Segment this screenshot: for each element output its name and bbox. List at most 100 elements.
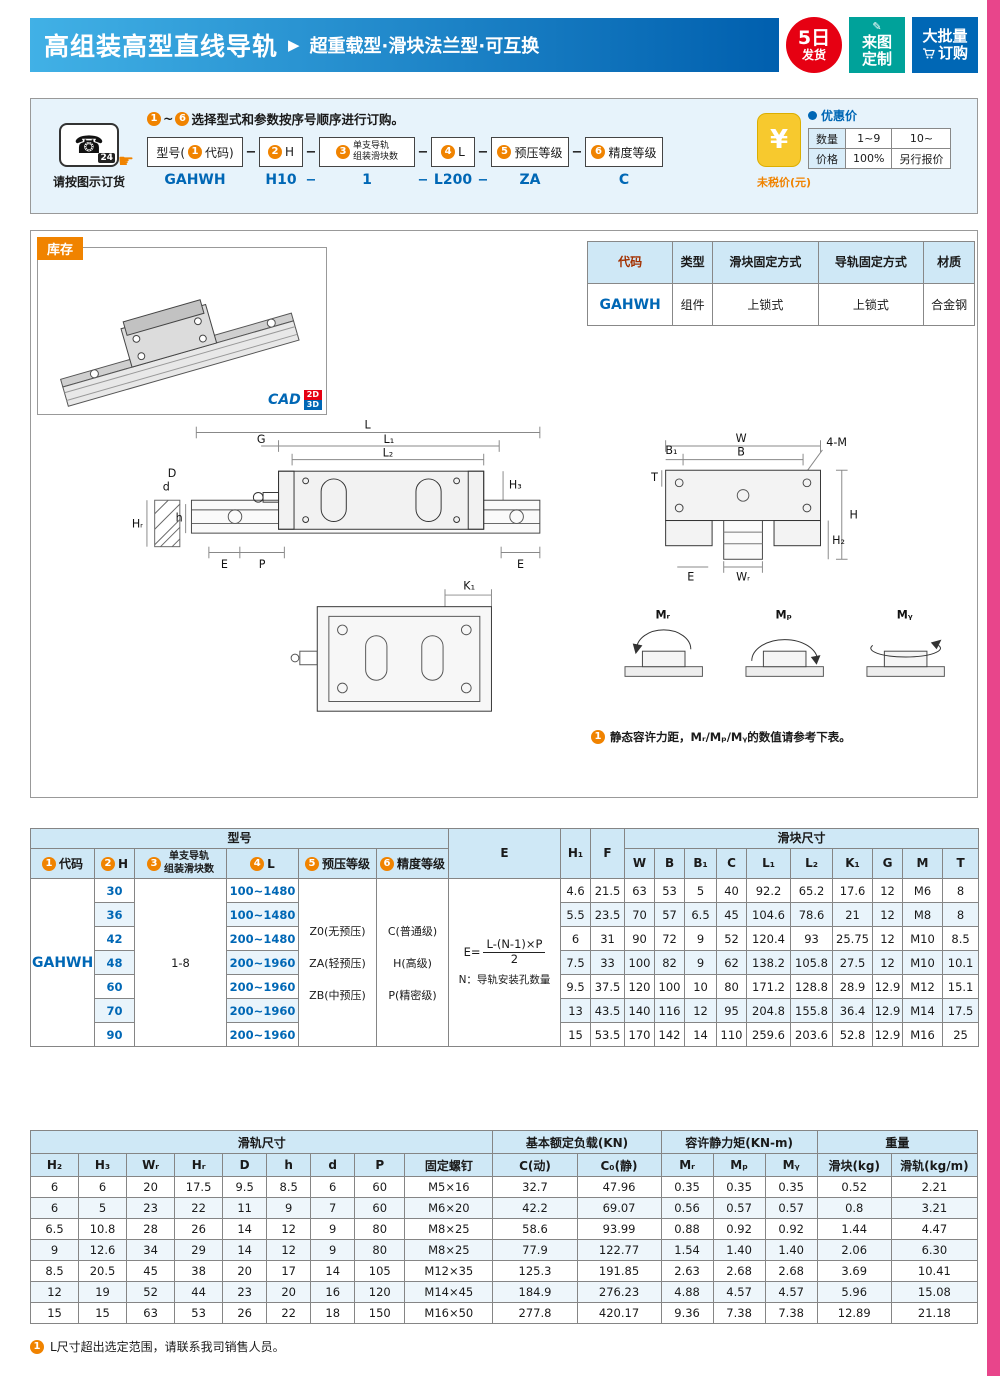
price-title-text: 优惠价 (821, 109, 858, 123)
table-cell: 23.5 (590, 902, 626, 927)
column-header: C(动) (492, 1153, 578, 1177)
table-cell: 95 (716, 998, 748, 1023)
table-cell: 70 (624, 902, 656, 927)
table-cell: 80 (354, 1218, 406, 1240)
table-cell: 62 (716, 950, 748, 975)
dim-label-T: T (650, 471, 658, 484)
precision-options-cell: C(普通级) H(高级) P(精密级) (375, 878, 450, 1047)
table-cell: 45 (716, 902, 748, 927)
preload-options-cell: Z0(无预压) ZA(轻预压) ZB(中预压) (298, 878, 377, 1047)
dim-label-HR: Hᵣ (132, 517, 143, 530)
table-cell: M5×16 (404, 1176, 494, 1198)
circled-number-1: 1 (147, 111, 161, 126)
circled-number-1: 1 (41, 857, 56, 872)
table-cell: 10.41 (890, 1260, 979, 1282)
e-numerator: L-(N-1)×P (483, 937, 546, 953)
table-cell: 6 (29, 1176, 80, 1198)
table-cell: 65.2 (790, 878, 834, 903)
table-cell: 0.57 (712, 1197, 766, 1219)
table-cell: 16 (310, 1281, 356, 1303)
table-cell: 14 (684, 1022, 718, 1047)
dim-label-H3: H₃ (509, 479, 522, 492)
table-cell: M14×45 (404, 1281, 494, 1303)
page-accent-strip (987, 0, 1000, 1376)
table-cell: 104.6 (746, 902, 792, 927)
product-image (60, 299, 300, 407)
table-cell: 1~9 (844, 128, 893, 149)
phone-order-block: ☎ 24 ☛ 请按图示订货 (31, 99, 147, 213)
table-row: 价格 100% 另行报价 (808, 148, 952, 169)
table-cell: 52 (716, 926, 748, 951)
header-label: L (267, 856, 275, 871)
circled-number-2: 2 (100, 857, 115, 872)
table-cell: 7.5 (560, 950, 592, 975)
table-row: 代码 类型 滑块固定方式 导轨固定方式 材质 (586, 241, 975, 284)
page-subtitle: 超重载型·滑块法兰型·可互换 (309, 36, 540, 57)
dimension-lines (444, 589, 492, 607)
dim-label-B1: B₁ (665, 444, 677, 457)
e-fraction: L-(N-1)×P 2 (483, 937, 546, 967)
table-cell: 6.5 (29, 1218, 80, 1240)
column-header: Mᵣ (660, 1153, 714, 1177)
dim-label-W: W (736, 432, 747, 445)
dim-label-H2: H₂ (832, 534, 845, 547)
table-cell: 0.57 (764, 1197, 818, 1219)
table-cell: 80 (354, 1239, 406, 1261)
table-cell: 2.63 (660, 1260, 714, 1282)
table-cell: 42 (94, 926, 135, 951)
table-cell: 155.8 (790, 998, 834, 1023)
table-cell: 2.68 (712, 1260, 766, 1282)
table-cell: 90 (94, 1022, 135, 1047)
table-cell: 组件 (672, 283, 714, 326)
circled-number-4: 4 (441, 145, 456, 159)
table-cell: 92.2 (746, 878, 792, 903)
field-model-pre: 型号( (156, 145, 185, 160)
table-cell: 40 (716, 878, 748, 903)
dim-label-K1: K₁ (463, 579, 475, 592)
custom-badge-line2: 定制 (861, 50, 892, 69)
product-section: 库存 CAD 2D 3D (30, 230, 978, 798)
column-header: 类型 (672, 241, 714, 284)
table-cell: 42.2 (492, 1197, 578, 1219)
table-cell: 3.21 (890, 1197, 979, 1219)
cad-download-badge[interactable]: CAD 2D 3D (268, 390, 322, 410)
circled-number-2: 2 (267, 145, 282, 159)
table-cell: 10.8 (78, 1218, 128, 1240)
dim-label-WR: Wᵣ (736, 571, 750, 584)
field-model-post: 代码) (205, 145, 234, 160)
bulk-order-badge: 大批量 订购 (912, 17, 978, 73)
circled-number-4: 4 (250, 857, 265, 872)
table-cell: 120 (624, 974, 656, 999)
table-cell: 100 (624, 950, 656, 975)
table-cell: 28.9 (832, 974, 874, 999)
dim-label-MR: Mᵣ (655, 608, 670, 621)
shipping-badge-days: 5日 (797, 26, 831, 49)
dim-label-H: H (850, 509, 858, 522)
table-cell: 12 (266, 1218, 312, 1240)
table-cell: M12×35 (404, 1260, 494, 1282)
table-cell: 10 (684, 974, 718, 999)
example-model: GAHWH (164, 172, 226, 188)
dim-label-MY: Mᵧ (897, 608, 913, 621)
table-cell: 17.6 (832, 878, 874, 903)
table-cell: 12.9 (872, 1022, 904, 1047)
field-preload-label: 预压等级 (514, 145, 563, 160)
table-cell: 20 (222, 1260, 268, 1282)
carriage-side-view (278, 470, 485, 530)
header-label: H (117, 856, 129, 871)
phone-caption: 请按图示订货 (52, 174, 125, 189)
table-cell: 8.5 (266, 1176, 312, 1198)
table-cell: 22 (266, 1302, 312, 1324)
dash: − (477, 144, 489, 160)
table-cell: 9.5 (222, 1176, 268, 1198)
circled-number-5: 5 (304, 857, 319, 872)
